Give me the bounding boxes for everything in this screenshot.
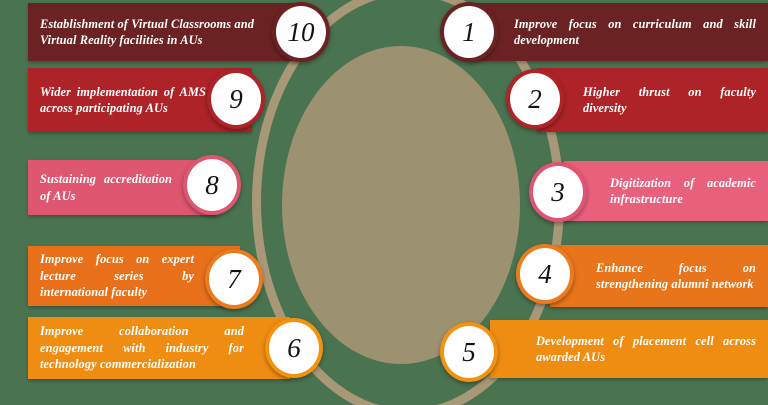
callout-bar-3[interactable]: Digitization of academic infrastructure xyxy=(564,161,768,221)
callout-row-2: Higher thrust on faculty diversity xyxy=(537,68,768,132)
callout-text-6: Improve collaboration and engagement wit… xyxy=(40,324,244,372)
callout-text-9: Wider implementation of AMS across parti… xyxy=(40,84,206,115)
callout-number-4[interactable]: 4 xyxy=(516,244,574,304)
callout-bar-1[interactable]: Improve focus on curriculum and skill de… xyxy=(468,3,768,61)
callout-number-5[interactable]: 5 xyxy=(440,322,498,382)
callout-bar-6[interactable]: Improve collaboration and engagement wit… xyxy=(28,317,290,379)
callout-text-8: Sustaining accreditation of AUs xyxy=(40,172,172,203)
callout-row-10: Establishment of Virtual Classrooms and … xyxy=(0,3,300,61)
center-disc xyxy=(282,46,520,364)
callout-text-4: Enhance focus on strengthening alumni ne… xyxy=(596,260,756,291)
callout-number-10[interactable]: 10 xyxy=(272,2,330,62)
callout-bar-10[interactable]: Establishment of Virtual Classrooms and … xyxy=(28,3,300,61)
callout-text-2: Higher thrust on faculty diversity xyxy=(583,84,756,115)
callout-row-4: Enhance focus on strengthening alumni ne… xyxy=(550,245,768,307)
callout-text-7: Improve focus on expert lecture series b… xyxy=(40,252,194,300)
callout-number-6[interactable]: 6 xyxy=(265,318,323,378)
callout-bar-7[interactable]: Improve focus on expert lecture series b… xyxy=(28,246,240,306)
callout-bar-2[interactable]: Higher thrust on faculty diversity xyxy=(537,68,768,132)
callout-text-10: Establishment of Virtual Classrooms and … xyxy=(40,16,254,47)
callout-number-8[interactable]: 8 xyxy=(183,155,241,215)
callout-number-7[interactable]: 7 xyxy=(205,249,263,309)
callout-bar-4[interactable]: Enhance focus on strengthening alumni ne… xyxy=(550,245,768,307)
callout-row-7: Improve focus on expert lecture series b… xyxy=(0,246,240,306)
callout-text-1: Improve focus on curriculum and skill de… xyxy=(514,16,756,47)
callout-text-3: Digitization of academic infrastructure xyxy=(610,175,756,206)
callout-number-9[interactable]: 9 xyxy=(207,69,265,129)
callout-row-3: Digitization of academic infrastructure xyxy=(564,161,768,221)
callout-number-3[interactable]: 3 xyxy=(529,162,587,222)
callout-text-5: Development of placement cell across awa… xyxy=(536,333,756,364)
callout-row-6: Improve collaboration and engagement wit… xyxy=(0,317,290,379)
callout-number-2[interactable]: 2 xyxy=(506,69,564,129)
callout-row-1: Improve focus on curriculum and skill de… xyxy=(468,3,768,61)
callout-number-1[interactable]: 1 xyxy=(440,2,498,62)
callout-row-5: Development of placement cell across awa… xyxy=(490,320,768,378)
callout-bar-5[interactable]: Development of placement cell across awa… xyxy=(490,320,768,378)
